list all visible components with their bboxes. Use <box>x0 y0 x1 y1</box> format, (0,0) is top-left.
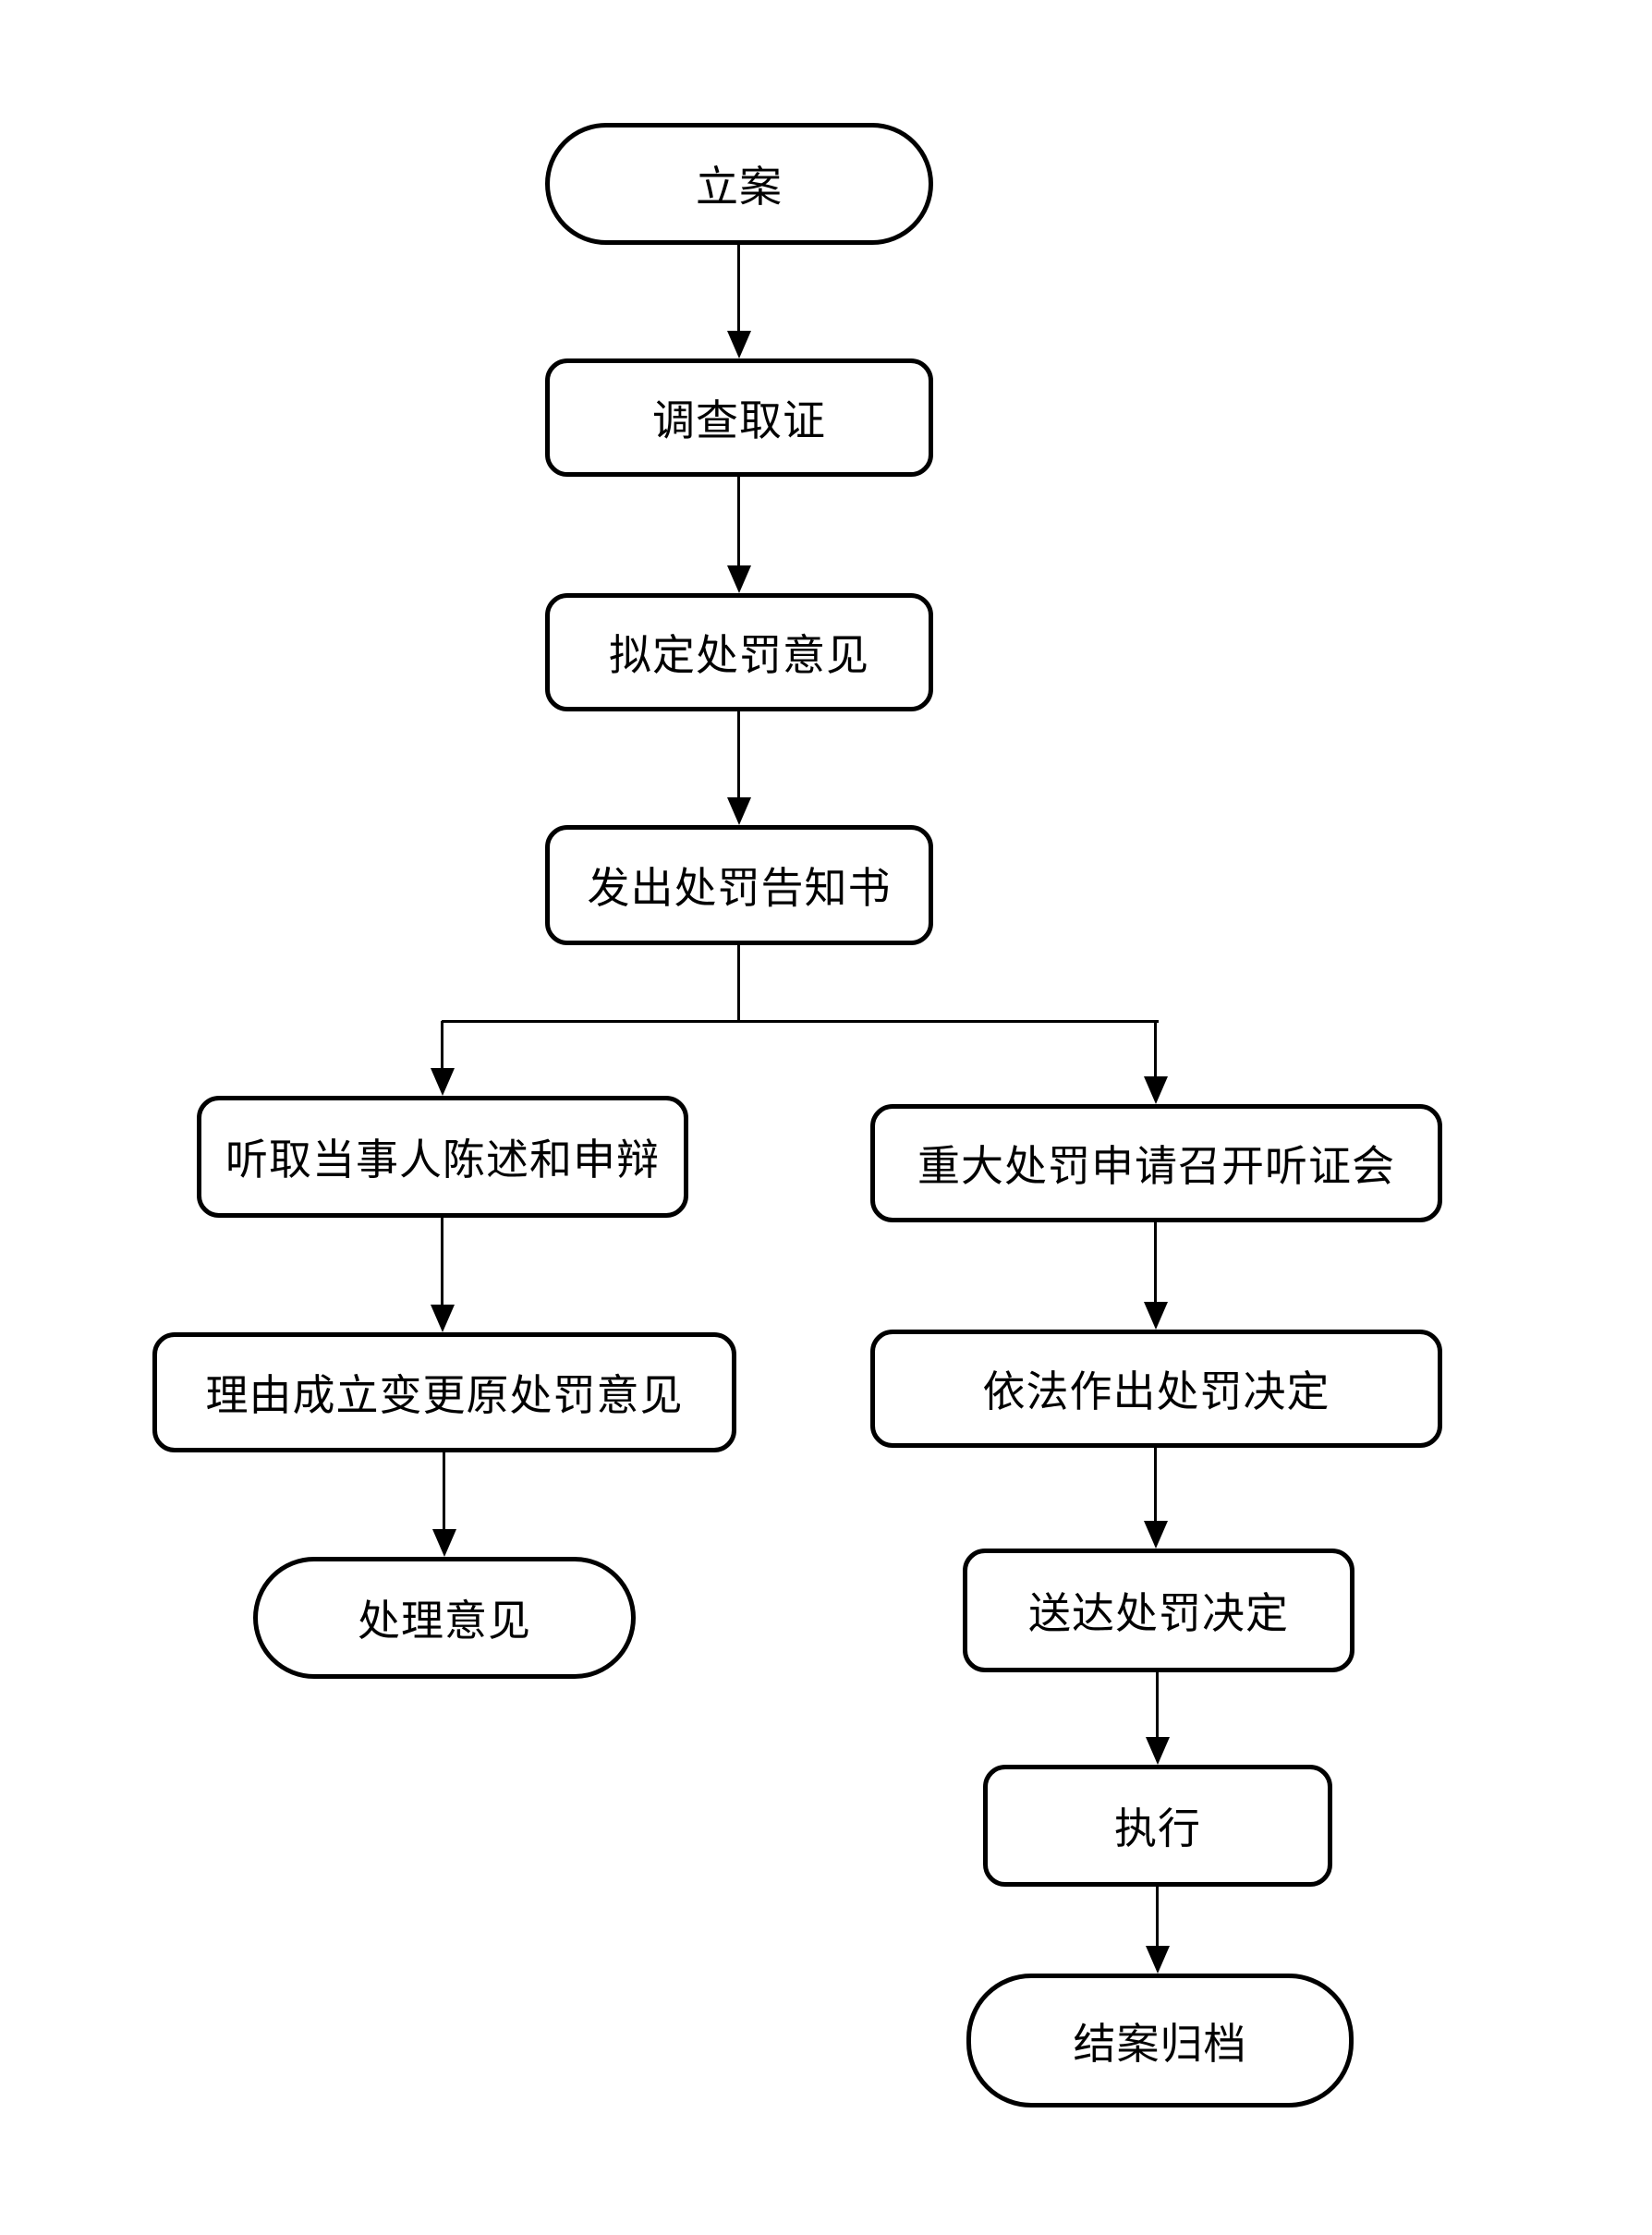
node-label: 拟定处罚意见 <box>609 632 869 679</box>
node-label: 立案 <box>696 164 783 211</box>
edge-line-execute-archive <box>1156 1885 1159 1946</box>
node-hear-statement-defense: 听取当事人陈述和申辩 <box>197 1096 688 1218</box>
node-label: 执行 <box>1114 1805 1201 1852</box>
arrowhead-icon <box>431 1068 455 1096</box>
edge-line-deliver-execute <box>1156 1670 1159 1737</box>
node-issue-penalty-notice: 发出处罚告知书 <box>545 825 933 945</box>
node-investigation: 调查取证 <box>545 358 933 477</box>
edge-line-hear-change <box>441 1216 443 1305</box>
node-draft-penalty-opinion: 拟定处罚意见 <box>545 593 933 711</box>
node-major-penalty-hearing: 重大处罚申请召开听证会 <box>870 1104 1442 1222</box>
arrowhead-icon <box>1146 1946 1170 1974</box>
arrowhead-icon <box>727 565 751 593</box>
arrowhead-icon <box>727 331 751 358</box>
node-label: 结案归档 <box>1073 2020 1247 2068</box>
node-close-and-archive: 结案归档 <box>966 1974 1354 2107</box>
edge-line-filing-investigation <box>737 243 740 331</box>
node-label: 重大处罚申请召开听证会 <box>917 1143 1395 1190</box>
node-label: 发出处罚告知书 <box>587 865 892 912</box>
edge-line-change-handling <box>443 1451 445 1529</box>
node-case-filing: 立案 <box>545 123 933 245</box>
edge-line-draft-notice <box>737 710 740 797</box>
edge-split-line <box>442 1020 1159 1023</box>
node-label: 依法作出处罚决定 <box>982 1368 1330 1415</box>
edge-line-hearing-decision <box>1154 1220 1157 1302</box>
node-label: 处理意见 <box>358 1597 531 1645</box>
node-label: 调查取证 <box>652 397 826 444</box>
arrowhead-icon <box>727 797 751 825</box>
node-execute: 执行 <box>983 1765 1332 1887</box>
node-change-original-opinion: 理由成立变更原处罚意见 <box>152 1332 736 1452</box>
edge-line-decision-deliver <box>1154 1446 1157 1521</box>
arrowhead-icon <box>432 1529 456 1557</box>
node-label: 理由成立变更原处罚意见 <box>205 1372 684 1419</box>
edge-line-investigation-draft <box>737 475 740 565</box>
arrowhead-icon <box>1144 1521 1168 1549</box>
node-make-penalty-decision: 依法作出处罚决定 <box>870 1330 1442 1448</box>
node-deliver-penalty-decision: 送达处罚决定 <box>963 1549 1354 1672</box>
arrowhead-icon <box>1144 1076 1168 1104</box>
arrowhead-icon <box>431 1305 455 1332</box>
arrowhead-icon <box>1144 1302 1168 1330</box>
arrowhead-icon <box>1146 1737 1170 1765</box>
node-label: 听取当事人陈述和申辩 <box>225 1136 660 1184</box>
edge-line-split-right <box>1154 1021 1157 1076</box>
edge-line-notice-split <box>737 943 740 1023</box>
node-label: 送达处罚决定 <box>1028 1590 1289 1637</box>
edge-line-split-left <box>441 1021 443 1068</box>
node-handling-opinion: 处理意见 <box>253 1557 636 1679</box>
